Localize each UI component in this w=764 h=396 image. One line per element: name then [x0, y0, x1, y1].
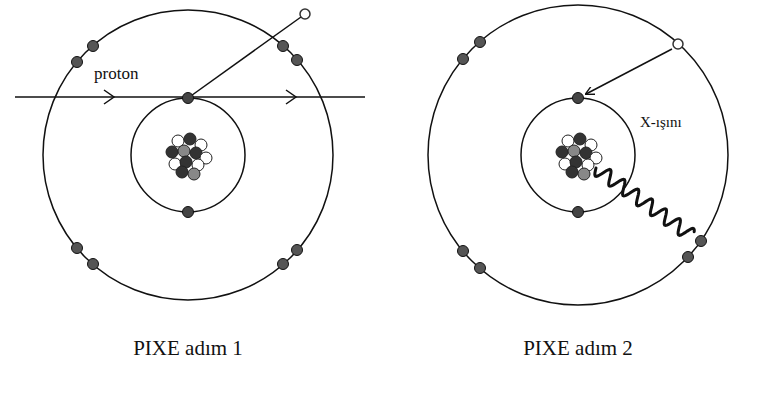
electron	[72, 243, 83, 254]
electron	[292, 55, 303, 66]
radiation-label: X-ışını	[640, 114, 682, 131]
electron	[573, 207, 584, 218]
step-caption: PIXE adım 1	[133, 336, 243, 360]
nucleus	[166, 133, 212, 180]
vacancy	[673, 39, 683, 49]
ejection-path	[188, 17, 301, 98]
inner-shell	[521, 98, 635, 212]
electron	[458, 54, 469, 65]
electron	[88, 41, 99, 52]
electron	[72, 57, 83, 68]
particle-label: proton	[92, 64, 140, 84]
electron	[292, 245, 303, 256]
atom-step-2	[428, 5, 728, 305]
electron	[183, 93, 194, 104]
electron	[696, 236, 707, 247]
inner-shell	[131, 98, 245, 212]
proton-direction	[286, 90, 296, 104]
electron	[475, 263, 486, 274]
electron	[458, 246, 469, 257]
step-caption: PIXE adım 2	[523, 336, 633, 360]
electron	[573, 93, 584, 104]
outer-shell	[43, 10, 333, 300]
x-ray-wave	[595, 168, 694, 235]
electron	[88, 259, 99, 270]
proton-direction	[104, 90, 114, 104]
electron	[183, 207, 194, 218]
electron	[278, 259, 289, 270]
outer-shell	[428, 5, 728, 305]
atom-step-1	[15, 9, 365, 300]
transition-arrow	[586, 49, 672, 94]
electron	[683, 252, 694, 263]
electron	[475, 37, 486, 48]
electron	[278, 41, 289, 52]
ejected-electron	[300, 9, 310, 19]
